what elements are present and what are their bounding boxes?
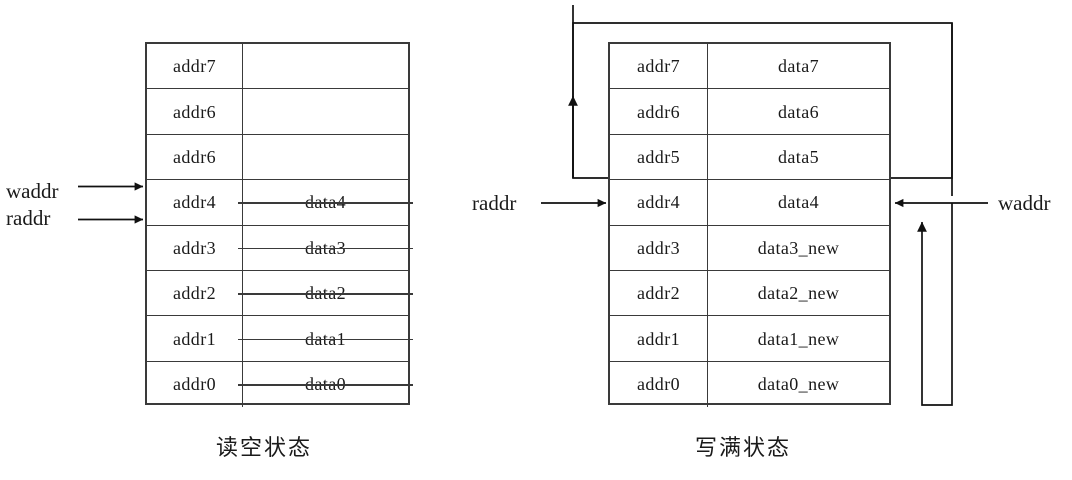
waddr-label-right: waddr <box>998 191 1051 215</box>
cell-data: data1 <box>238 316 413 360</box>
table-row: addr7 <box>147 44 408 90</box>
cell-address: addr1 <box>610 316 708 361</box>
raddr-label-right: raddr <box>472 191 517 215</box>
cell-address: addr4 <box>610 180 708 225</box>
raddr-label-left: raddr <box>6 206 51 230</box>
cell-data: data3_new <box>757 237 840 258</box>
cell-data: data1_new <box>757 328 840 349</box>
cell-data <box>243 89 408 133</box>
cell-address: addr0 <box>610 361 708 408</box>
cell-data: data0_new <box>757 374 840 395</box>
cell-address: addr6 <box>610 89 708 134</box>
table-row: addr6 <box>147 134 408 181</box>
cell-data: data2_new <box>757 283 840 304</box>
caption-write-full: 写满状态 <box>695 435 792 460</box>
table-row: addr7 data7 <box>610 44 889 90</box>
table-row: addr6 <box>147 89 408 135</box>
table-row: addr3 data3 <box>147 225 413 271</box>
cell-data: data4 <box>778 192 819 213</box>
table-row: addr5 data5 <box>610 134 889 181</box>
cell-address: addr4 <box>147 180 243 225</box>
cell-address: addr6 <box>147 89 243 134</box>
cell-address: addr1 <box>147 316 243 361</box>
table-row: addr3 data3_new <box>610 225 889 271</box>
cell-data: data7 <box>778 56 819 77</box>
memory-table-write-full: addr7 data7 addr6 data6 addr5 data5 addr… <box>608 42 891 408</box>
cell-data: data3 <box>238 226 413 270</box>
cell-data <box>243 135 408 179</box>
cell-address: addr6 <box>147 134 243 180</box>
table-row: addr2 data2_new <box>610 270 889 317</box>
cell-address: addr3 <box>147 225 243 270</box>
wrap-bottom-arrow <box>917 203 953 406</box>
memory-table-read-empty: addr7 addr6 addr6 addr4 data4 addr3 data… <box>145 42 413 408</box>
table-row: addr4 data4 <box>147 180 413 226</box>
cell-data: data2 <box>238 271 413 315</box>
cell-address: addr5 <box>610 134 708 180</box>
cell-address: addr7 <box>610 44 708 89</box>
table-row: addr0 data0 <box>147 361 413 408</box>
table-row: addr0 data0_new <box>610 361 889 408</box>
cell-data <box>243 44 408 88</box>
table-row: addr2 data2 <box>147 270 413 317</box>
cell-address: addr7 <box>147 44 243 89</box>
table-row: addr1 data1_new <box>610 316 889 362</box>
table-row: addr6 data6 <box>610 89 889 135</box>
cell-data: data4 <box>238 180 413 224</box>
table-row: addr1 data1 <box>147 316 413 362</box>
cell-address: addr3 <box>610 225 708 270</box>
table-row: addr4 data4 <box>610 180 889 226</box>
cell-address: addr2 <box>610 270 708 316</box>
cell-address: addr2 <box>147 270 243 316</box>
cell-data: data6 <box>778 101 819 122</box>
cell-data: data5 <box>778 146 819 167</box>
cell-data: data0 <box>238 362 413 407</box>
caption-read-empty: 读空状态 <box>216 435 313 460</box>
waddr-label-left: waddr <box>6 179 59 203</box>
cell-address: addr0 <box>147 361 243 408</box>
